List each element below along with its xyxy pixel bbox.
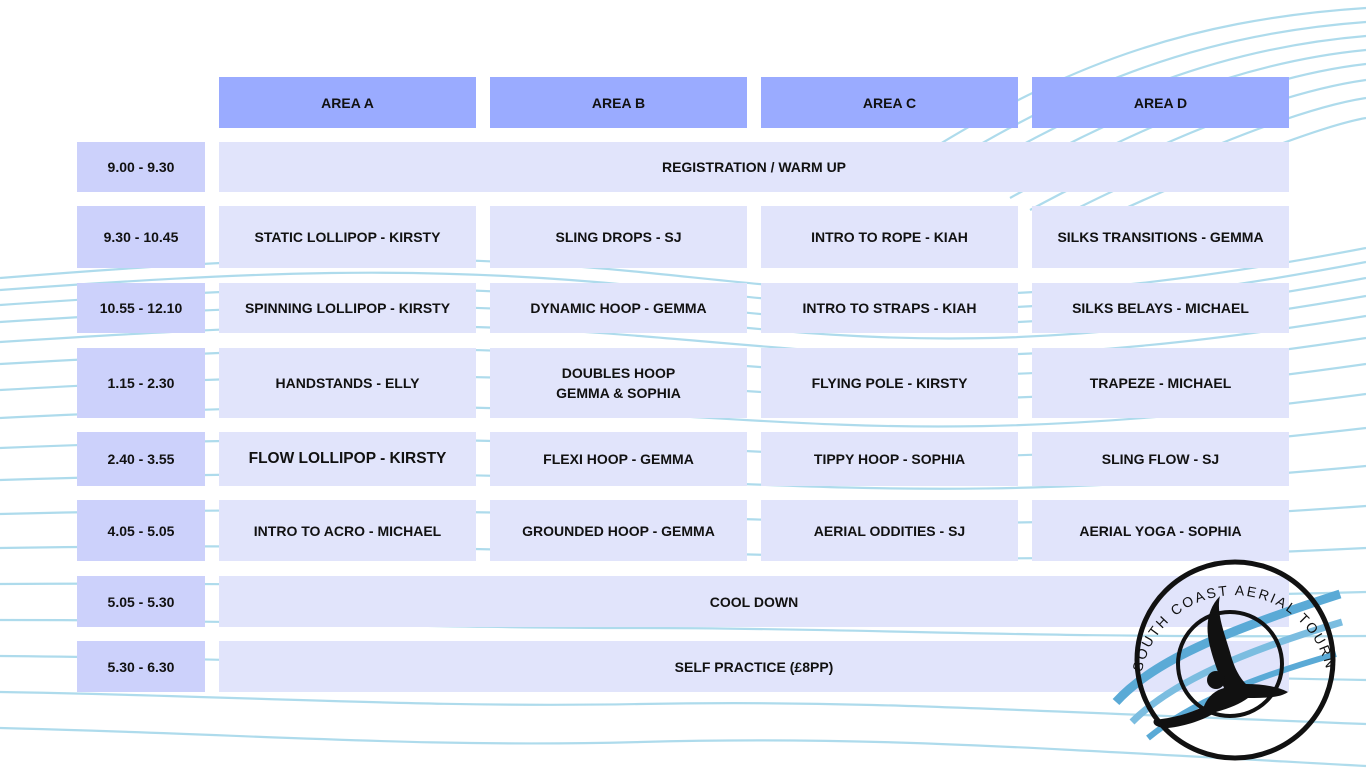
session-cell: HANDSTANDS - ELLY xyxy=(219,348,476,418)
session-cell: STATIC LOLLIPOP - KIRSTY xyxy=(219,206,476,268)
time-slot: 4.05 - 5.05 xyxy=(77,500,205,561)
header-label: AREA B xyxy=(591,94,646,111)
session-label: STATIC LOLLIPOP - KIRSTY xyxy=(254,229,441,245)
header-label: AREA D xyxy=(1133,94,1188,111)
time-slot: 1.15 - 2.30 xyxy=(77,348,205,418)
session-label: SLING FLOW - SJ xyxy=(1101,451,1220,467)
session-cell: SLING DROPS - SJ xyxy=(490,206,747,268)
session-label: TIPPY HOOP - SOPHIA xyxy=(813,451,966,467)
session-cell: FLYING POLE - KIRSTY xyxy=(761,348,1018,418)
session-cell: GROUNDED HOOP - GEMMA xyxy=(490,500,747,561)
session-label: SLING DROPS - SJ xyxy=(555,229,682,245)
session-cell: TIPPY HOOP - SOPHIA xyxy=(761,432,1018,486)
session-label: REGISTRATION / WARM UP xyxy=(661,159,847,175)
session-cell: SLING FLOW - SJ xyxy=(1032,432,1289,486)
time-label: 10.55 - 12.10 xyxy=(99,300,183,316)
header-label: AREA A xyxy=(321,94,374,111)
time-label: 4.05 - 5.05 xyxy=(107,522,175,539)
header-label: AREA C xyxy=(862,94,917,111)
session-cell: INTRO TO ACRO - MICHAEL xyxy=(219,500,476,561)
session-label: DYNAMIC HOOP - GEMMA xyxy=(530,300,707,316)
session-label: FLYING POLE - KIRSTY xyxy=(811,375,968,391)
session-cell: INTRO TO STRAPS - KIAH xyxy=(761,283,1018,333)
session-cell: DYNAMIC HOOP - GEMMA xyxy=(490,283,747,333)
session-label: SPINNING LOLLIPOP - KIRSTY xyxy=(244,300,451,316)
session-cell: DOUBLES HOOP GEMMA & SOPHIA xyxy=(490,348,747,418)
session-label: HANDSTANDS - ELLY xyxy=(275,375,420,391)
full-width-session: REGISTRATION / WARM UP xyxy=(219,142,1289,192)
session-cell: FLEXI HOOP - GEMMA xyxy=(490,432,747,486)
time-label: 5.05 - 5.30 xyxy=(107,593,175,610)
time-label: 1.15 - 2.30 xyxy=(107,375,175,391)
session-cell: INTRO TO ROPE - KIAH xyxy=(761,206,1018,268)
time-slot: 2.40 - 3.55 xyxy=(77,432,205,486)
session-label: SELF PRACTICE (£8PP) xyxy=(674,658,834,675)
session-label: GROUNDED HOOP - GEMMA xyxy=(522,522,715,539)
time-label: 9.00 - 9.30 xyxy=(107,159,175,175)
session-cell: SILKS TRANSITIONS - GEMMA xyxy=(1032,206,1289,268)
aerial-hoop-silhouette-icon: SOUTH COAST AERIAL TOURNAMENT xyxy=(1112,552,1344,761)
session-label: TRAPEZE - MICHAEL xyxy=(1089,375,1232,391)
header-area-c: AREA C xyxy=(761,77,1018,128)
session-label: AERIAL ODDITIES - SJ xyxy=(813,522,966,539)
session-cell: SPINNING LOLLIPOP - KIRSTY xyxy=(219,283,476,333)
full-width-session: SELF PRACTICE (£8PP) xyxy=(219,641,1289,692)
header-area-a: AREA A xyxy=(219,77,476,128)
time-slot: 9.30 - 10.45 xyxy=(77,206,205,268)
time-slot: 10.55 - 12.10 xyxy=(77,283,205,333)
session-cell: AERIAL YOGA - SOPHIA xyxy=(1032,500,1289,561)
session-label: AERIAL YOGA - SOPHIA xyxy=(1079,522,1242,539)
session-label-line1: DOUBLES HOOP xyxy=(561,365,676,381)
time-label: 9.30 - 10.45 xyxy=(103,229,179,245)
session-label: SILKS BELAYS - MICHAEL xyxy=(1072,300,1249,316)
session-cell: SILKS BELAYS - MICHAEL xyxy=(1032,283,1289,333)
session-label: SILKS TRANSITIONS - GEMMA xyxy=(1057,229,1264,245)
header-area-b: AREA B xyxy=(490,77,747,128)
session-cell: TRAPEZE - MICHAEL xyxy=(1032,348,1289,418)
session-label: FLEXI HOOP - GEMMA xyxy=(543,451,694,467)
time-slot: 5.30 - 6.30 xyxy=(77,641,205,692)
full-width-session: COOL DOWN xyxy=(219,576,1289,627)
session-cell: AERIAL ODDITIES - SJ xyxy=(761,500,1018,561)
session-label: COOL DOWN xyxy=(709,593,799,610)
time-slot: 5.05 - 5.30 xyxy=(77,576,205,627)
time-label: 2.40 - 3.55 xyxy=(107,451,175,467)
session-label: INTRO TO ACRO - MICHAEL xyxy=(253,522,442,539)
time-slot: 9.00 - 9.30 xyxy=(77,142,205,192)
session-cell: FLOW LOLLIPOP - KIRSTY xyxy=(219,432,476,486)
session-label: FLOW LOLLIPOP - KIRSTY xyxy=(248,450,447,467)
session-label: INTRO TO STRAPS - KIAH xyxy=(802,300,977,316)
session-label-line2: GEMMA & SOPHIA xyxy=(556,385,681,401)
session-label: INTRO TO ROPE - KIAH xyxy=(811,229,968,245)
time-label: 5.30 - 6.30 xyxy=(107,658,175,675)
header-area-d: AREA D xyxy=(1032,77,1289,128)
